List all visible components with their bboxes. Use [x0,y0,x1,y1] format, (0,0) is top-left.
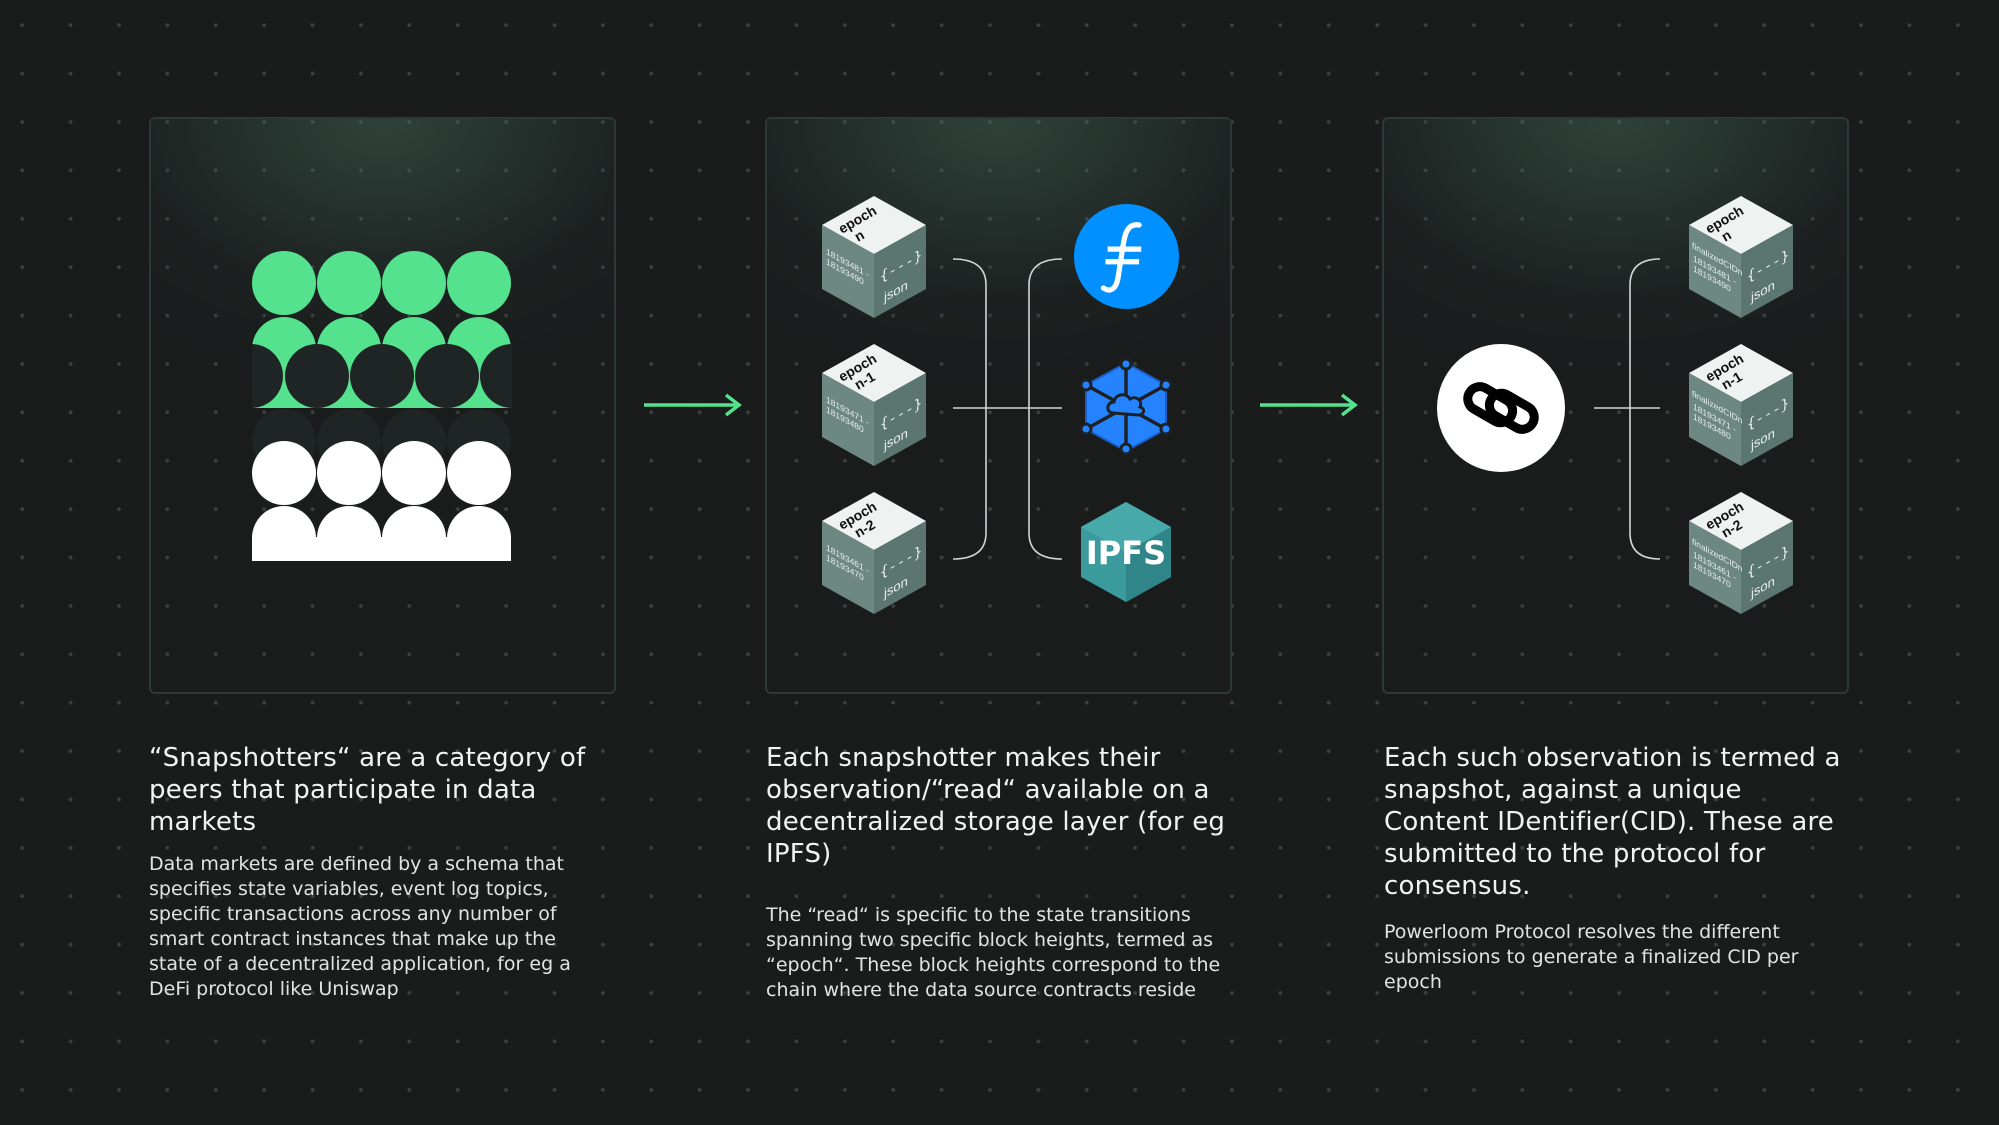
connector-bracket [1594,258,1661,560]
caption-heading: Each snapshotter makes their observation… [766,743,1226,869]
epoch-cube: epoch n-2 finalizedCIDn 18193461 - 18193… [1689,492,1793,614]
epoch-cube: epoch n 18193481 - 18193490 {---} json [822,196,926,318]
ipfs-icon: IPFS [1081,502,1171,602]
filecoin-icon [1074,204,1179,309]
snapshotters-peers-icon [252,251,512,561]
caption-storage: Each snapshotter makes their observation… [766,742,1226,1003]
epoch-cube: epoch n-1 finalizedCIDn 18193471 - 18193… [1689,344,1793,466]
epoch-cube: epoch n-2 18193461 - 18193470 {---} json [822,492,926,614]
caption-body: Data markets are defined by a schema tha… [149,853,571,1000]
epoch-cube: epoch n-1 18193471 - 18193480 {---} json [822,344,926,466]
caption-heading: Each such observation is termed a snapsh… [1384,743,1841,901]
caption-body: Powerloom Protocol resolves the differen… [1384,921,1799,993]
epoch-cube: epoch n finalizedCIDn 18193481 - 1819349… [1689,196,1793,318]
panel-snapshotters [149,117,616,694]
caption-heading: “Snapshotters“ are a category of peers t… [149,743,586,837]
storj-icon [1080,357,1172,455]
arrow-right-icon [1260,393,1358,417]
caption-body: The “read“ is specific to the state tran… [766,904,1221,1001]
caption-snapshotters: “Snapshotters“ are a category of peers t… [149,742,609,1002]
svg-text:IPFS: IPFS [1086,534,1166,572]
arrow-right-icon [644,393,742,417]
caption-consensus: Each such observation is termed a snapsh… [1384,742,1844,995]
powerloom-logo-icon [1437,344,1565,472]
connector-brackets [952,258,1063,560]
